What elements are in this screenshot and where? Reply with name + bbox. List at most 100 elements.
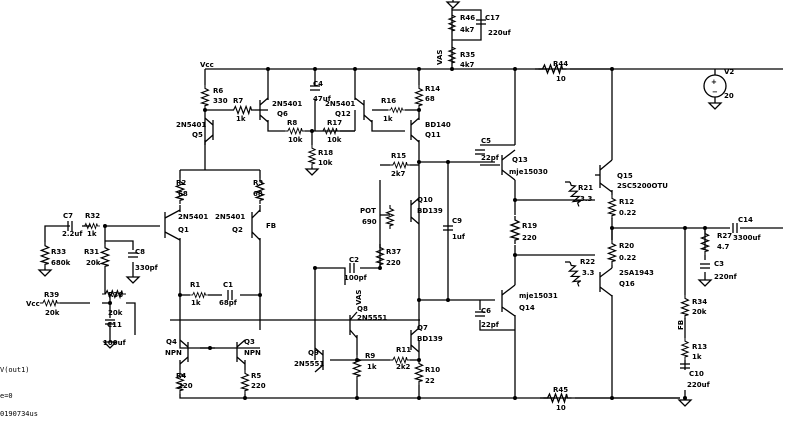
resistor-r11[interactable]	[389, 356, 411, 364]
resistor-r5[interactable]	[240, 369, 250, 395]
potentiometer-pot[interactable]	[385, 204, 395, 230]
transistor-q13[interactable]	[501, 149, 516, 181]
transistor-q6[interactable]	[259, 97, 269, 123]
label-r7-value: 1k	[236, 115, 246, 123]
transistor-q5[interactable]	[204, 117, 214, 143]
resistor-r32[interactable]	[81, 222, 101, 230]
resistor-r18[interactable]	[308, 144, 316, 168]
resistor-r35[interactable]	[448, 43, 456, 67]
label-c1-name: C1	[223, 281, 233, 289]
label-r20-name: R20	[619, 242, 634, 250]
ground-r18	[305, 166, 319, 176]
capacitor-c7[interactable]	[67, 221, 73, 231]
label-r45-name: R45	[553, 386, 568, 394]
transistor-q3[interactable]	[236, 339, 246, 365]
capacitor-c2[interactable]	[349, 263, 355, 273]
label-c4-value: 47uf	[313, 95, 332, 103]
resistor-r14[interactable]	[414, 84, 424, 110]
label-q16-value: 2SA1943	[619, 269, 654, 277]
transistor-q4[interactable]	[179, 339, 189, 365]
label-r34-name: R34	[692, 298, 707, 306]
transistor-q9[interactable]	[314, 347, 324, 373]
transistor-q12[interactable]	[354, 97, 373, 123]
label-q9-value: 2N5551	[294, 360, 324, 368]
net-label-fb: FB	[266, 222, 276, 230]
label-r3-value: 68	[253, 190, 263, 198]
label-r18-name: R18	[318, 149, 333, 157]
label-r17-value: 10k	[327, 136, 342, 144]
label-r11-name: R11	[396, 346, 411, 354]
capacitor-c8[interactable]	[128, 252, 138, 258]
resistor-r45[interactable]	[542, 393, 573, 403]
resistor-r27[interactable]	[700, 229, 710, 256]
capacitor-c3[interactable]	[700, 263, 710, 269]
label-r34-value: 20k	[692, 308, 707, 316]
label-r44-name: R44	[553, 60, 568, 68]
resistor-r37[interactable]	[375, 243, 385, 269]
resistor-r16[interactable]	[387, 106, 406, 114]
label-c5-name: C5	[481, 137, 491, 145]
label-q8-value: 2N5551	[357, 314, 387, 322]
label-r39-name: R39	[44, 291, 59, 299]
transistor-q7[interactable]	[410, 327, 420, 353]
label-r38-name: R38	[108, 291, 123, 299]
transistor-q8[interactable]	[349, 311, 358, 339]
resistor-r8[interactable]	[284, 127, 306, 135]
label-pot-value: 690	[362, 218, 377, 226]
ground-c8	[126, 274, 140, 284]
resistor-r33[interactable]	[40, 241, 50, 269]
capacitor-c17[interactable]	[476, 19, 486, 25]
label-r33-value: 680k	[51, 259, 71, 267]
capacitor-c10[interactable]	[680, 363, 690, 369]
resistor-r39[interactable]	[39, 299, 61, 307]
label-q2-name: Q2	[232, 226, 243, 234]
resistor-r12[interactable]	[607, 194, 617, 220]
capacitor-c6[interactable]	[475, 311, 485, 317]
label-c9-value: 1uf	[452, 233, 466, 241]
junctions	[103, 67, 707, 400]
label-r5-value: 220	[251, 382, 266, 390]
ground-r33	[38, 267, 52, 277]
resistor-r7[interactable]	[229, 105, 256, 115]
label-q15-name: Q15	[617, 172, 633, 180]
resistor-r20[interactable]	[607, 239, 617, 266]
label-r3-name: R3	[253, 179, 263, 187]
capacitor-c9[interactable]	[443, 225, 453, 231]
resistor-r1[interactable]	[189, 291, 209, 299]
label-q6-value: 2N5401	[272, 100, 302, 108]
transistor-q1[interactable]	[164, 209, 181, 241]
resistor-r17[interactable]	[319, 127, 341, 135]
transistor-q16[interactable]	[599, 267, 613, 297]
voltage-source-v2[interactable]: +−	[703, 74, 727, 98]
transistor-q14[interactable]	[501, 284, 516, 317]
transistor-q11[interactable]	[410, 117, 420, 143]
capacitor-c4[interactable]	[310, 85, 320, 91]
capacitor-c11[interactable]	[105, 319, 115, 325]
label-q5-value: 2N5401	[176, 121, 206, 129]
label-q14-value: mje15031	[519, 292, 558, 300]
label-r6-value: 330	[213, 97, 228, 105]
resistor-r6[interactable]	[200, 84, 210, 110]
transistor-q15[interactable]	[599, 159, 613, 193]
resistor-r10[interactable]	[414, 359, 424, 386]
transistor-q2[interactable]	[251, 209, 261, 241]
resistor-r15[interactable]	[389, 161, 411, 169]
capacitor-c5[interactable]	[475, 149, 485, 155]
label-r35-value: 4k7	[460, 61, 475, 69]
transistor-q10[interactable]	[410, 197, 420, 225]
resistor-r34[interactable]	[680, 294, 690, 320]
label-r33-name: R33	[51, 248, 66, 256]
resistor-r13[interactable]	[681, 337, 689, 361]
label-q14-name: Q14	[519, 304, 535, 312]
capacitor-c1[interactable]	[227, 290, 233, 300]
label-v2-value: 20	[724, 92, 734, 100]
net-label-vcc-input: Vcc	[26, 300, 40, 308]
svg-text:+: +	[711, 78, 717, 86]
resistor-r31[interactable]	[100, 243, 110, 271]
net-label-vas-top: VAS	[436, 50, 444, 65]
net-label-vas: VAS	[355, 290, 363, 305]
resistor-r46[interactable]	[448, 11, 456, 35]
capacitor-c14[interactable]	[732, 223, 738, 233]
resistor-r19[interactable]	[510, 215, 520, 245]
